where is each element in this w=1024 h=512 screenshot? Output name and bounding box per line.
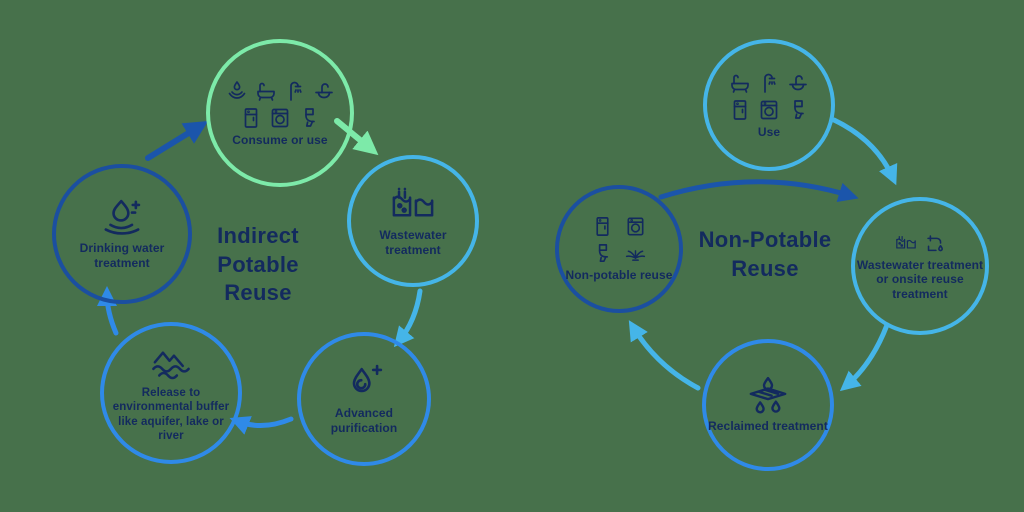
treatment-tank-icon: [895, 235, 916, 249]
arrow-use-to-wastewater: [831, 117, 898, 186]
arrow-wastewater-to-advanced: [393, 288, 423, 348]
arrow-wastewater-to-reclaimed: [839, 322, 890, 392]
node-label: Drinking water treatment: [79, 240, 165, 270]
node-label: Advanced purification: [330, 405, 398, 435]
dishwasher-icon: [596, 217, 609, 237]
non-potable-icons: [591, 215, 647, 265]
node-label: Use: [757, 124, 781, 139]
toilet-icon: [794, 99, 804, 119]
irrigation-icon: [625, 250, 646, 262]
toilet-icon: [598, 244, 609, 263]
bathtub-icon: [256, 82, 275, 101]
node-label: Consume or use: [232, 132, 328, 147]
node-label: Wastewater treatment or onsite reuse tre…: [856, 257, 984, 301]
node-wastewater-or-onsite-reuse-treatment: Wastewater treatment or onsite reuse tre…: [851, 197, 989, 335]
bathtub-icon: [731, 74, 749, 93]
indirect-potable-reuse-title: Indirect Potable Reuse: [217, 223, 299, 306]
droplet-plus-icon: [352, 364, 383, 393]
environmental-buffer-icon: [152, 351, 190, 380]
washing-machine-icon: [760, 100, 778, 120]
sink-icon: [314, 82, 333, 99]
wastewater-onsite-icons: [894, 231, 947, 255]
node-consume-or-use: Consume or use: [206, 39, 354, 187]
node-reclaimed-treatment: Reclaimed treatment: [702, 339, 834, 471]
shower-icon: [289, 81, 302, 101]
consume-icons: [225, 79, 336, 130]
clean-droplet-ripples-icon: [104, 199, 141, 235]
use-icons: [728, 71, 810, 122]
reuse-faucet-icon: [926, 234, 943, 251]
arrow-advanced-to-release: [229, 416, 294, 435]
non-potable-reuse-title: Non-Potable Reuse: [698, 227, 832, 281]
washing-machine-icon: [271, 108, 289, 128]
node-drinking-water-treatment: Drinking water treatment: [52, 164, 192, 304]
node-label: Reclaimed treatment: [708, 419, 828, 434]
dishwasher-icon: [244, 107, 258, 128]
hand-washing-icon: [228, 80, 245, 99]
node-advanced-purification: Advanced purification: [297, 332, 431, 466]
dishwasher-icon: [733, 99, 747, 120]
toilet-icon: [305, 107, 315, 127]
arrow-drinking-to-consume: [145, 120, 209, 161]
node-use: Use: [703, 39, 835, 171]
node-non-potable-reuse: Non-potable reuse: [555, 185, 683, 313]
arrow-nonpotable-to-wastewater: [658, 179, 859, 203]
node-label: Wastewater treatment: [379, 227, 447, 257]
shower-icon: [764, 73, 776, 93]
washing-machine-icon: [627, 217, 644, 236]
node-release-environmental-buffer: Release to environmental buffer like aqu…: [100, 322, 242, 464]
sink-icon: [789, 74, 807, 91]
node-label: Release to environmental buffer like aqu…: [112, 387, 230, 442]
filter-droplets-icon: [749, 377, 787, 414]
node-label: Non-potable reuse: [565, 268, 673, 283]
treatment-tank-icon: [392, 187, 434, 217]
node-wastewater-treatment: Wastewater treatment: [347, 155, 479, 287]
arrow-reclaimed-to-nonpotable: [628, 320, 701, 391]
